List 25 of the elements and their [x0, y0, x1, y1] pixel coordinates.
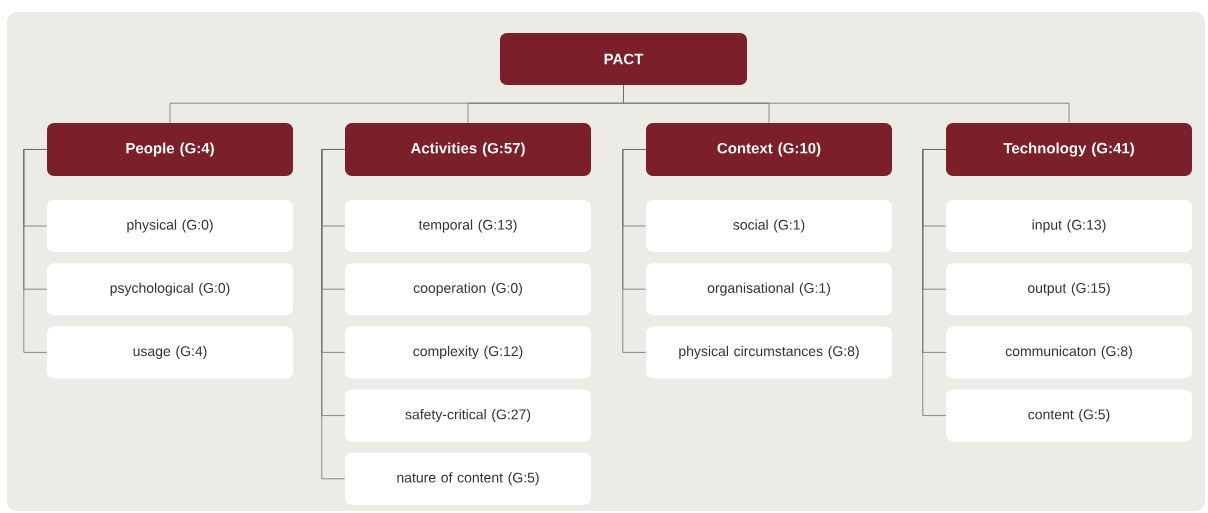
heading-box: Technology (G:41) — [946, 123, 1192, 176]
item-box: organisational (G:1) — [646, 263, 892, 316]
connector-line — [922, 149, 947, 416]
heading-box: People (G:4) — [47, 123, 293, 176]
item-box: safety-critical (G:27) — [345, 389, 591, 442]
item-box: input (G:13) — [946, 200, 1192, 252]
heading-box: Activities (G:57) — [345, 123, 591, 176]
item-box: social (G:1) — [646, 200, 892, 252]
item-box: communicaton (G:8) — [946, 326, 1192, 379]
item-box: physical (G:0) — [47, 200, 293, 252]
item-box: psychological (G:0) — [47, 263, 293, 316]
connector-line — [622, 149, 647, 353]
item-box: complexity (G:12) — [345, 326, 591, 379]
item-box: usage (G:4) — [47, 326, 293, 379]
connector-line — [321, 149, 346, 480]
item-box: physical circumstances (G:8) — [646, 326, 892, 379]
item-box: content (G:5) — [946, 389, 1192, 442]
connector-line — [623, 84, 1070, 124]
item-box: cooperation (G:0) — [345, 263, 591, 316]
heading-box: Context (G:10) — [646, 123, 892, 176]
item-box: nature of content (G:5) — [345, 452, 591, 505]
item-box: output (G:15) — [946, 263, 1192, 316]
root-box: PACT — [500, 33, 747, 85]
item-box: temporal (G:13) — [345, 200, 591, 252]
connector-line — [23, 149, 48, 353]
